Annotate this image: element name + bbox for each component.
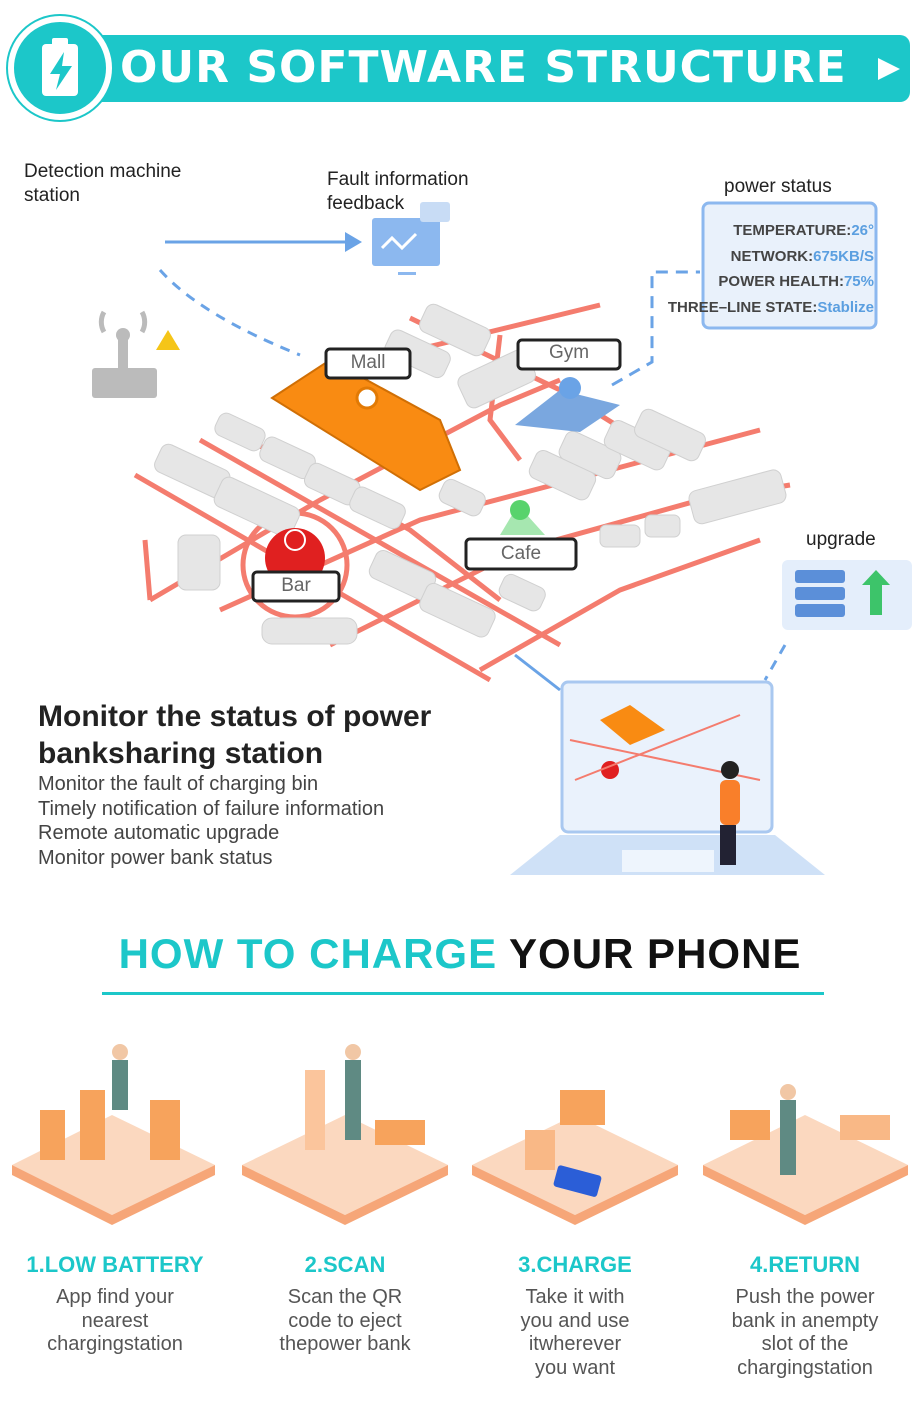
monitor-list: Monitor the fault of charging bin Timely…: [38, 772, 384, 870]
laptop-illustration: [510, 680, 825, 875]
page-title: OUR SOFTWARE STRUCTURE: [120, 42, 847, 93]
station-map-diagram: [92, 201, 912, 875]
steps-illustrations: [12, 1044, 908, 1225]
power-status-panel: TEMPERATURE:26° NETWORK:675KB/S POWER HE…: [667, 222, 874, 316]
fault-label: Fault information feedback: [327, 169, 469, 214]
map-pin-icon: [284, 377, 581, 551]
how-to-charge-title: HOW TO CHARGE YOUR PHONE: [118, 930, 802, 977]
place-bar: Bar: [281, 575, 311, 596]
place-mall: Mall: [350, 352, 386, 373]
list-item: Monitor the fault of charging bin: [38, 773, 319, 795]
step-illustration-4: [703, 1084, 908, 1225]
warning-icon: [156, 330, 180, 350]
place-cafe: Cafe: [500, 543, 542, 564]
step-illustration-1: [12, 1044, 215, 1225]
monitor-chat-icon: [372, 202, 450, 275]
power-status-title: power status: [724, 176, 832, 197]
play-arrow-icon: [878, 58, 900, 80]
server-upgrade-icon: [795, 570, 890, 617]
monitor-heading: Monitor the status of power banksharing …: [38, 700, 432, 770]
router-icon: [92, 310, 157, 398]
step-illustration-2: [242, 1044, 448, 1225]
place-gym: Gym: [548, 342, 590, 363]
header-banner: [60, 35, 910, 102]
detection-label: Detection machine station: [24, 161, 182, 206]
upgrade-label: upgrade: [806, 529, 876, 550]
list-item: Timely notification of failure informati…: [38, 797, 385, 820]
list-item: Monitor power bank status: [38, 846, 273, 869]
list-item: Remote automatic upgrade: [38, 822, 280, 844]
battery-bolt-icon: [8, 16, 112, 120]
step-illustration-3: [472, 1090, 678, 1225]
title-underline: [102, 992, 824, 995]
